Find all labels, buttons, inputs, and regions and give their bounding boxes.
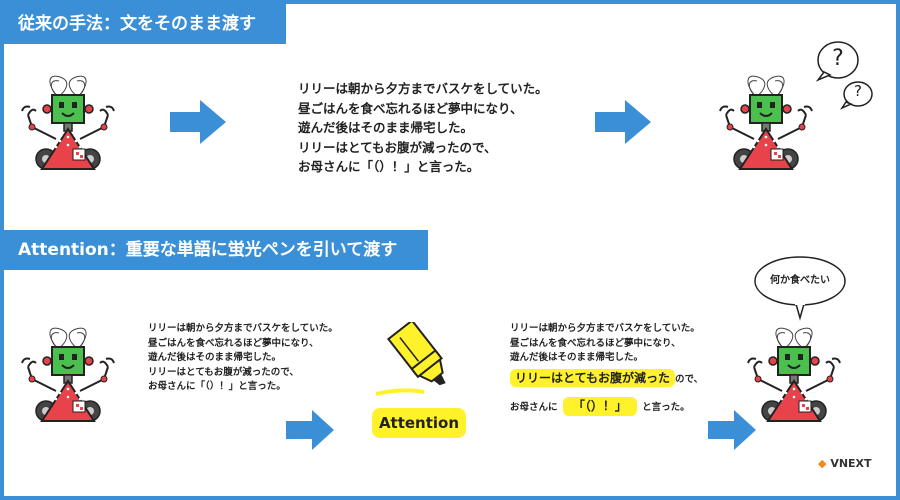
- highlight-mark: 「（）！」: [562, 397, 637, 416]
- arrow-right-icon: [286, 410, 334, 450]
- story-line: 昼ごはんを食べ忘れるほど夢中になり、: [510, 337, 681, 349]
- story-line: リリーは朝から夕方までバスケをしていた。: [148, 323, 338, 334]
- story-line: 昼ごはんを食べ忘れるほど夢中になり、: [148, 337, 319, 349]
- logo-mark-icon: ◆: [818, 457, 827, 470]
- robot-input-traditional: [21, 75, 115, 170]
- story-fragment: お母さんに: [510, 402, 558, 413]
- highlight-mark: リリーはとてもお腹が減った: [510, 368, 676, 387]
- robot-confused: [719, 75, 813, 170]
- highlighter-pen-icon: [375, 322, 446, 396]
- robot-understands: [747, 327, 841, 422]
- story-text-highlighted: リリーは朝から夕方までバスケをしていた。 昼ごはんを食べ忘れるほど夢中になり、 …: [510, 322, 703, 416]
- question-bubble-small: [839, 81, 873, 110]
- robot-input-attention: [21, 327, 115, 422]
- arrow-right-icon: [170, 100, 226, 144]
- story-line: 遊んだ後はそのまま帰宅した。: [298, 120, 474, 135]
- arrow-right-icon: [595, 100, 651, 144]
- banner-attention-method: Attention：重要な単語に蛍光ペンを引いて渡す: [4, 230, 428, 270]
- story-fragment: と言った。: [642, 402, 690, 413]
- arrow-right-icon: [708, 410, 756, 450]
- story-line: 遊んだ後はそのまま帰宅した。: [148, 352, 282, 363]
- story-line: リリーはとてもお腹が減ったので、: [298, 139, 497, 155]
- story-line: リリーはとてもお腹が減ったので、: [148, 366, 299, 378]
- story-text-full: リリーは朝から夕方までバスケをしていた。 昼ごはんを食べ忘れるほど夢中になり、 …: [298, 79, 548, 177]
- robot-thought-text: 何か食べたい: [770, 275, 830, 286]
- logo-text: VNEXT: [830, 457, 872, 470]
- story-line-highlighted: お母さんに 「（）！」 と言った。: [510, 397, 703, 416]
- story-line: 遊んだ後はそのまま帰宅した。: [510, 352, 644, 363]
- story-text-input: リリーは朝から夕方までバスケをしていた。 昼ごはんを食べ忘れるほど夢中になり、 …: [148, 322, 338, 395]
- thought-bubble: [754, 256, 846, 321]
- attention-badge: Attention: [372, 408, 466, 438]
- question-bubble-large: [815, 41, 859, 82]
- banner-traditional-method: 従来の手法：文をそのまま渡す: [4, 4, 286, 44]
- story-line: 昼ごはんを食べ忘れるほど夢中になり、: [298, 100, 523, 116]
- story-line: お母さんに「（）！」と言った。: [148, 381, 286, 392]
- vnext-logo: ◆ VNEXT: [818, 457, 872, 470]
- story-line: リリーは朝から夕方までバスケをしていた。: [510, 323, 700, 334]
- question-mark-icon: ?: [832, 46, 844, 71]
- question-mark-icon: ?: [854, 82, 862, 100]
- story-fragment: ので、: [675, 373, 704, 385]
- story-line: リリーは朝から夕方までバスケをしていた。: [298, 81, 548, 96]
- story-line-highlighted: リリーはとてもお腹が減ったので、: [510, 368, 704, 388]
- story-line: お母さんに「（）！」と言った。: [298, 159, 480, 174]
